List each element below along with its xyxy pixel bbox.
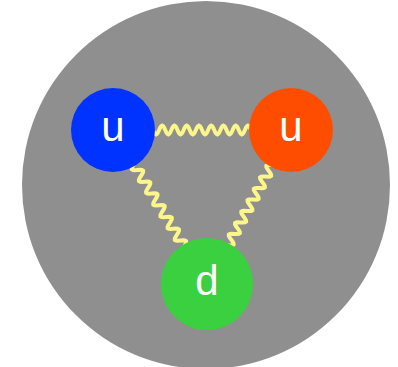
proton-circle <box>22 1 390 367</box>
quark-circle: u <box>249 88 333 172</box>
quark-label: u <box>279 106 302 148</box>
quark-circle: d <box>161 238 253 330</box>
quark-label: u <box>101 106 124 148</box>
gluon-line <box>228 165 272 246</box>
gluon-line <box>132 164 187 246</box>
quark-circle: u <box>71 88 155 172</box>
quark-label: d <box>195 260 218 302</box>
gluon-line <box>153 126 251 135</box>
